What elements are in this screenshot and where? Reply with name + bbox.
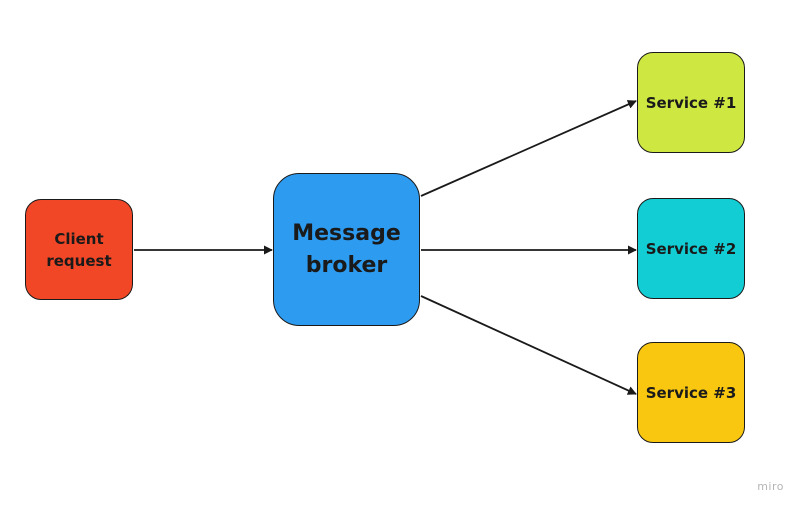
service-1-node[interactable]: Service #1 <box>637 52 745 153</box>
client-request-node[interactable]: Client request <box>25 199 133 300</box>
message-broker-node[interactable]: Message broker <box>273 173 420 326</box>
service-2-node[interactable]: Service #2 <box>637 198 745 299</box>
service-2-label: Service #2 <box>645 239 737 258</box>
message-broker-label-line1: Message <box>292 220 401 246</box>
client-request-label-line1: Client <box>54 229 104 248</box>
miro-watermark: miro <box>757 480 784 493</box>
edge-broker-to-service1 <box>420 100 637 197</box>
edge-broker-to-service3 <box>420 295 637 395</box>
service-3-node[interactable]: Service #3 <box>637 342 745 443</box>
client-request-label-line2: request <box>46 251 112 270</box>
service-1-label: Service #1 <box>645 93 737 112</box>
service-3-label: Service #3 <box>645 383 737 402</box>
message-broker-label-line2: broker <box>305 252 388 278</box>
